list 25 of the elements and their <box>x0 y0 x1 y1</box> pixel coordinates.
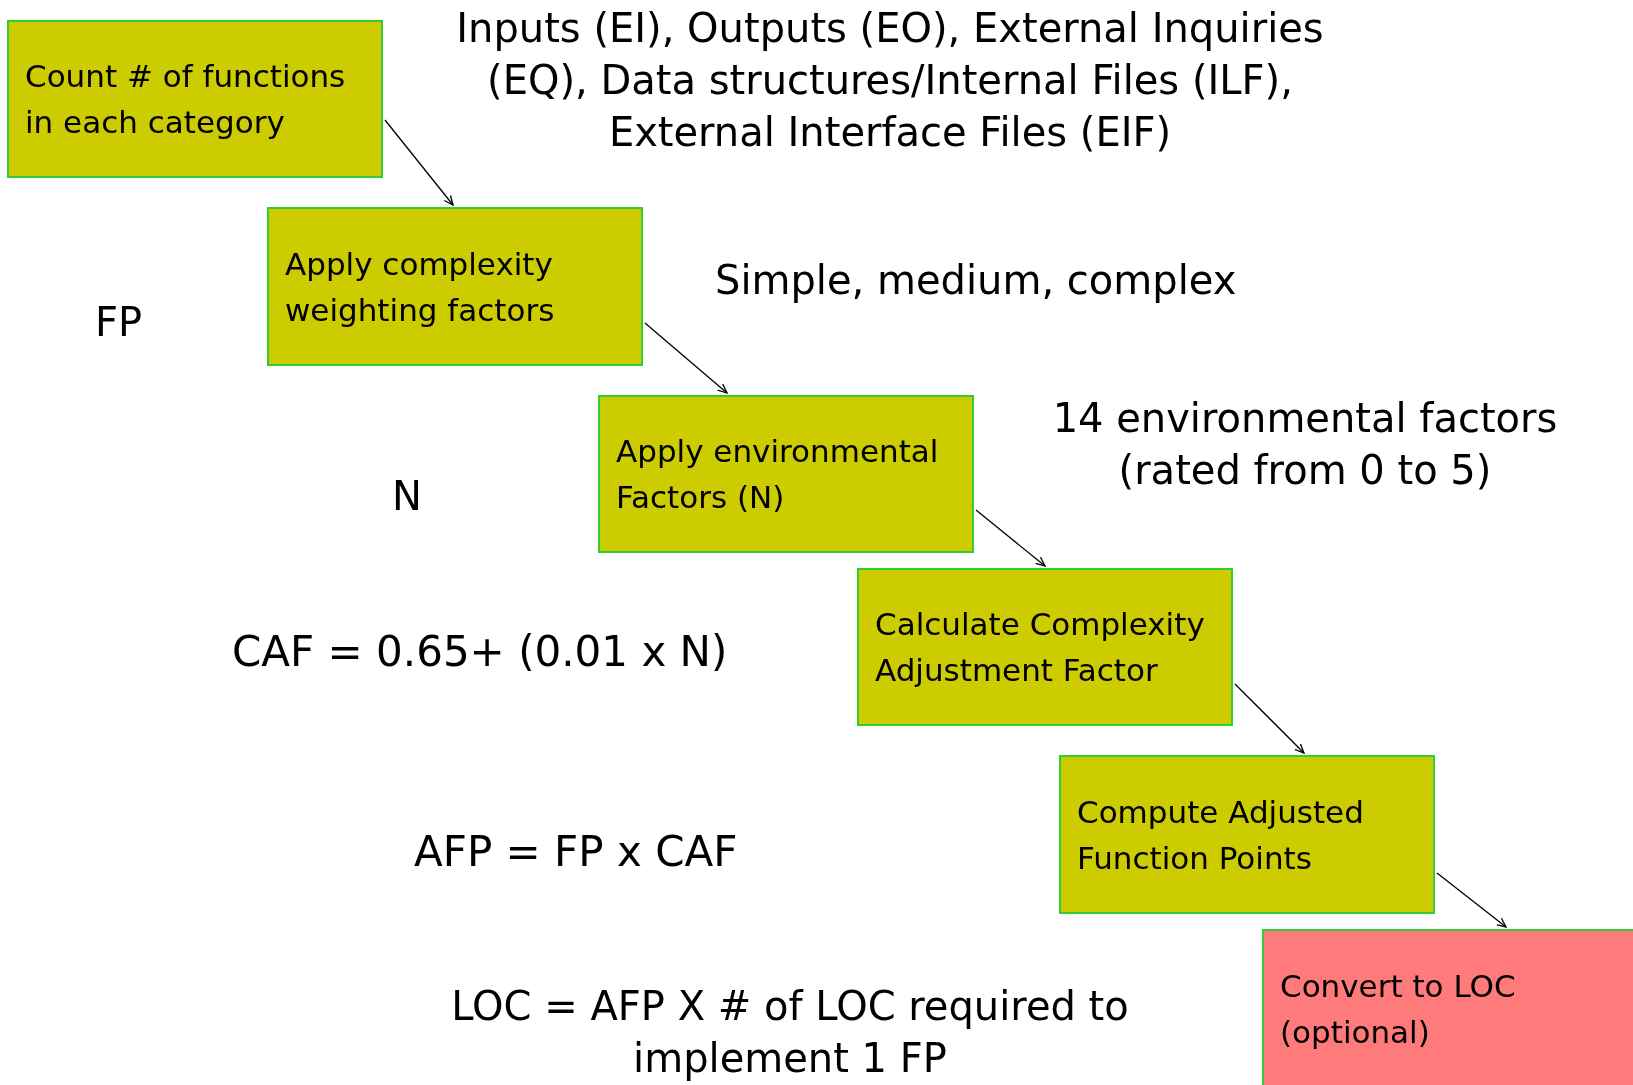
arrow <box>975 509 1046 567</box>
process-box <box>7 20 383 178</box>
annotation-text: CAF = 0.65+ (0.01 x N) <box>232 626 729 678</box>
annotation-text: N <box>392 472 423 521</box>
annotation-text: FP <box>95 298 144 347</box>
process-box <box>1059 755 1435 914</box>
annotation-text: Inputs (EI), Outputs (EO), External Inquiries (EQ), Data structures/Internal Files (ILF), External Interface Files (EIF) <box>455 4 1325 157</box>
process-box <box>598 395 974 553</box>
step-text: Calculate Complexity Adjustment Factor <box>875 605 1206 690</box>
arrow <box>1234 683 1305 754</box>
annotation-text: LOC = AFP X # of LOC required to implement 1 FP <box>450 982 1130 1083</box>
arrow <box>384 119 454 206</box>
arrow <box>1436 872 1507 928</box>
process-box <box>857 568 1233 726</box>
annotation-text: Simple, medium, complex <box>715 256 1238 305</box>
process-box <box>267 207 643 366</box>
annotation-text: 14 environmental factors (rated from 0 to 5) <box>1051 394 1559 495</box>
annotation-text: AFP = FP x CAF <box>414 826 739 878</box>
step-text: Count # of functions in each category <box>25 57 347 142</box>
step-text: Compute Adjusted Function Points <box>1077 792 1365 878</box>
arrow <box>644 322 728 394</box>
step-text: Apply complexity weighting factors <box>285 244 556 330</box>
process-box <box>1262 929 1633 1085</box>
step-text: Apply environmental Factors (N) <box>616 432 940 517</box>
step-text: Convert to LOC (optional) <box>1280 967 1517 1052</box>
